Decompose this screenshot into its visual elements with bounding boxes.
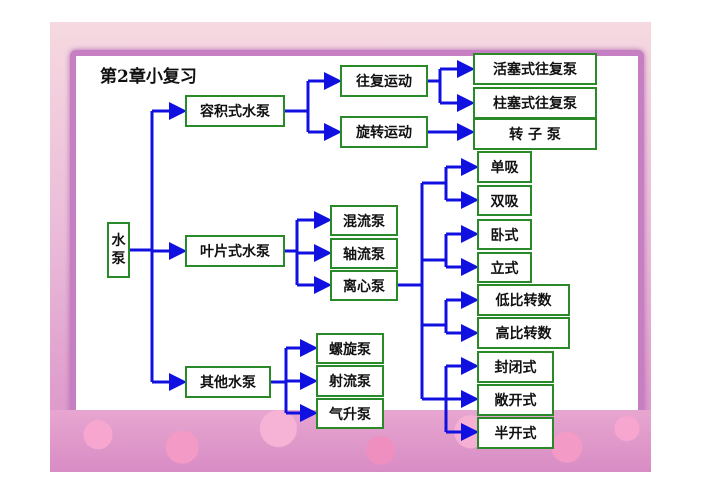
node-rotor-pump: 转 子 泵: [473, 118, 597, 150]
node-rotary-motion: 旋转运动: [340, 116, 428, 148]
node-low-specific-speed: 低比转数: [477, 284, 570, 316]
node-high-specific-speed: 高比转数: [477, 317, 570, 349]
node-screw-pump: 螺旋泵: [316, 333, 384, 364]
node-piston-pump: 活塞式往复泵: [473, 53, 597, 85]
node-jet-pump: 射流泵: [316, 365, 384, 397]
node-vertical: 立式: [477, 252, 532, 283]
node-closed-impeller: 封闭式: [477, 351, 554, 383]
node-positive-displacement: 容积式水泵: [185, 95, 285, 127]
node-single-suction: 单吸: [477, 151, 532, 183]
node-axial-flow: 轴流泵: [330, 238, 398, 269]
node-open-impeller: 敞开式: [477, 384, 554, 416]
node-centrifugal: 离心泵: [330, 270, 398, 301]
node-plunger-pump: 柱塞式往复泵: [473, 87, 597, 119]
node-vane-pump: 叶片式水泵: [185, 235, 285, 267]
node-water-pump: 水泵: [107, 222, 130, 278]
node-semi-open-impeller: 半开式: [477, 417, 554, 449]
node-airlift-pump: 气升泵: [316, 398, 384, 429]
node-horizontal: 卧式: [477, 219, 532, 250]
node-reciprocating-motion: 往复运动: [340, 65, 428, 97]
node-mixed-flow: 混流泵: [330, 205, 398, 236]
node-other-pump: 其他水泵: [185, 366, 271, 398]
node-double-suction: 双吸: [477, 185, 532, 216]
page-title: 第2章小复习: [100, 67, 197, 87]
